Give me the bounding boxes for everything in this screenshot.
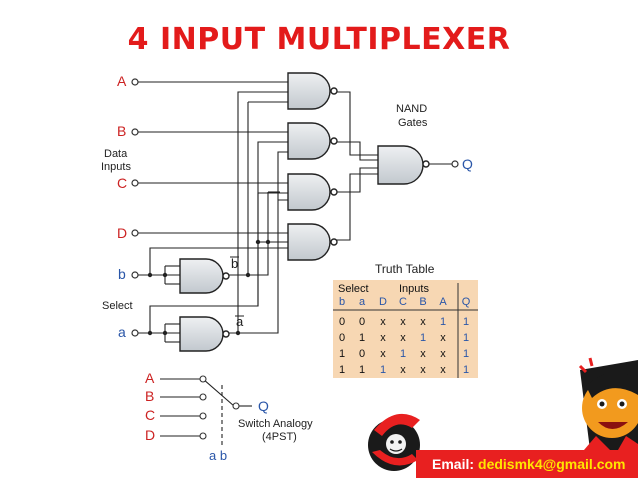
truth-table-cell: 1 xyxy=(380,364,386,376)
truth-table-cell: 1 xyxy=(463,332,469,344)
truth-table-header-cell: a xyxy=(359,296,366,308)
page-title: 4 INPUT MULTIPLEXER xyxy=(127,22,511,57)
output-terminal xyxy=(451,160,459,168)
truth-table-cell: 0 xyxy=(339,316,345,328)
avatar-illustration xyxy=(578,357,638,450)
truth-table-cell: x xyxy=(440,364,446,376)
truth-table-cell: 0 xyxy=(359,348,365,360)
truth-table-cell: 1 xyxy=(420,332,426,344)
input-terminals xyxy=(131,78,139,337)
truth-table-cell: 1 xyxy=(359,364,365,376)
email-address[interactable]: dedismk4@gmail.com xyxy=(478,456,626,472)
select-inverters xyxy=(179,258,230,352)
truth-table-cell: x xyxy=(400,316,406,328)
nand-gate-c xyxy=(287,173,331,211)
truth-table-header-cell: C xyxy=(399,296,407,308)
input-label-c: C xyxy=(117,175,127,191)
truth-table-cell: 0 xyxy=(359,316,365,328)
truth-table-cell: 0 xyxy=(339,332,345,344)
truth-table-cell: 1 xyxy=(463,348,469,360)
truth-table-cell: 1 xyxy=(463,364,469,376)
b-bar-label: b xyxy=(231,256,238,271)
truth-table-header-cell: b xyxy=(339,296,345,308)
truth-table-header-cell: B xyxy=(419,296,426,308)
truth-table-cell: x xyxy=(440,348,446,360)
truth-table-cell: x xyxy=(380,316,386,328)
select-label-a: a xyxy=(118,324,126,340)
switch-analogy: A B C D Q Switch Analogy (4P xyxy=(145,370,313,463)
truth-table-cell: 1 xyxy=(359,332,365,344)
nand-gate-a xyxy=(287,72,331,110)
switch-label-c: C xyxy=(145,407,155,423)
first-stage-gates xyxy=(287,72,338,261)
input-label-a: A xyxy=(117,73,127,89)
truth-table-cell: x xyxy=(440,332,446,344)
nand-label-2: Gates xyxy=(398,117,428,129)
truth-table-header-cell: Q xyxy=(462,296,471,308)
switch-select-label: a b xyxy=(209,448,227,463)
email-banner: Email:dedismk4@gmail.com xyxy=(416,450,638,478)
email-prefix: Email: xyxy=(432,456,475,472)
truth-table-row: 1 0 x 1 x x 1 xyxy=(339,348,469,360)
truth-table-cell: x xyxy=(420,364,426,376)
logo-emblem xyxy=(362,408,430,476)
switch-caption-1: Switch Analogy xyxy=(238,418,313,430)
switch-caption-2: (4PST) xyxy=(262,431,297,443)
truth-table-rules xyxy=(333,283,478,378)
select-label: Select xyxy=(102,300,133,312)
a-bar-label: a xyxy=(236,314,244,329)
data-inputs-label-1: Data xyxy=(104,148,128,160)
input-label-d: D xyxy=(117,225,127,241)
truth-table-cell: x xyxy=(380,348,386,360)
select-label-b: b xyxy=(118,266,126,282)
truth-table-row: 1 1 1 x x x 1 xyxy=(339,364,469,376)
nand-gate-b xyxy=(287,122,331,160)
truth-table-cell: x xyxy=(400,332,406,344)
truth-table-header-cell: A xyxy=(439,296,447,308)
truth-table-cell: 1 xyxy=(463,316,469,328)
wire-junctions xyxy=(147,239,271,336)
truth-table-background xyxy=(333,280,478,378)
input-label-b: B xyxy=(117,123,126,139)
truth-table-row: 0 0 x x x 1 1 xyxy=(339,316,469,328)
truth-table-cell: 1 xyxy=(339,364,345,376)
nand-label-1: NAND xyxy=(396,103,427,115)
nand-gate-d xyxy=(287,223,331,261)
truth-table-cell: x xyxy=(420,316,426,328)
truth-table-group-inputs: Inputs xyxy=(399,283,429,295)
switch-label-a: A xyxy=(145,370,155,386)
output-nand-gate xyxy=(377,145,430,185)
truth-table-group-select: Select xyxy=(338,283,369,295)
truth-table-cell: 1 xyxy=(440,316,446,328)
truth-table-cell: 1 xyxy=(400,348,406,360)
truth-table-cell: x xyxy=(420,348,426,360)
switch-label-b: B xyxy=(145,388,154,404)
truth-table-cell: 1 xyxy=(339,348,345,360)
truth-table-cell: x xyxy=(400,364,406,376)
data-inputs-label-2: Inputs xyxy=(101,161,131,173)
inverter-a xyxy=(179,316,224,352)
truth-table-cell: x xyxy=(380,332,386,344)
switch-output-label: Q xyxy=(258,398,269,414)
circuit-wires xyxy=(138,81,452,343)
truth-table-caption: Truth Table xyxy=(375,262,435,276)
output-label: Q xyxy=(462,156,473,172)
truth-table-row: 0 1 x x 1 x 1 xyxy=(339,332,469,344)
switch-label-d: D xyxy=(145,427,155,443)
inverter-b xyxy=(179,258,224,294)
truth-table-header-cell: D xyxy=(379,296,387,308)
